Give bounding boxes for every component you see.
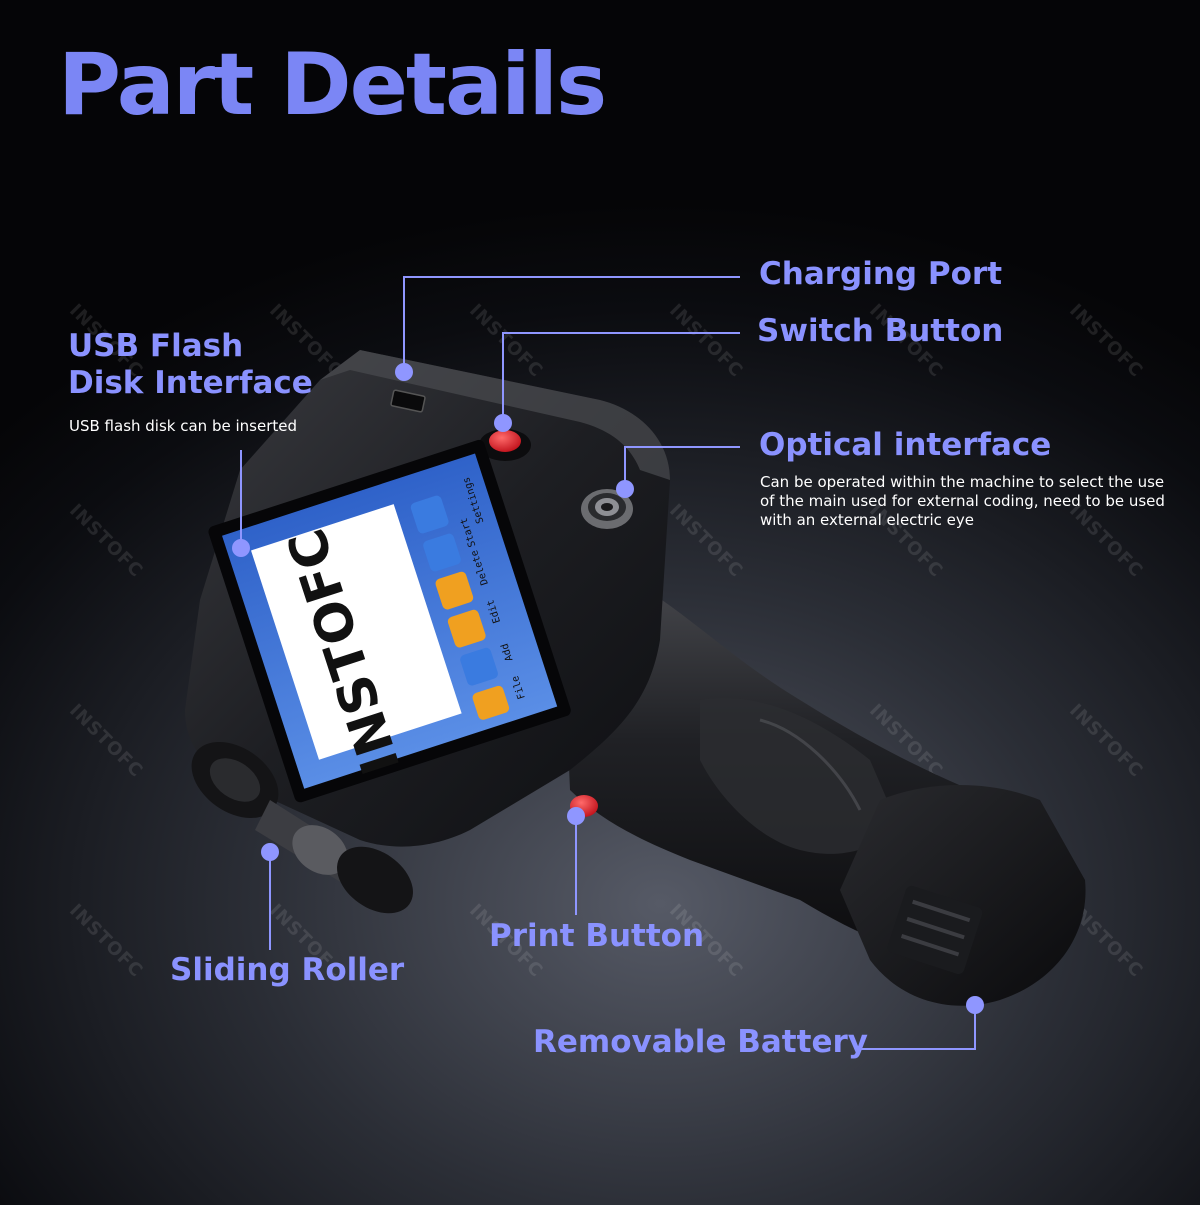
touch-screen: INSTOFC File Add Edit Delete Start Setti… [208,439,571,803]
page-title: Part Details [58,35,607,135]
switch-button [489,430,521,452]
label-usb-flash: USB Flash Disk Interface [68,328,313,402]
desc-usb-flash: USB flash disk can be inserted [69,417,297,435]
label-optical-interface: Optical interface [759,427,1052,463]
optical-connector [581,489,633,529]
label-sliding-roller: Sliding Roller [170,952,405,988]
label-print-button: Print Button [489,918,705,954]
sliding-roller [191,741,413,914]
screen-menu-add: Add [499,642,515,663]
print-trigger [570,795,598,817]
label-removable-battery: Removable Battery [533,1024,868,1060]
label-charging-port: Charging Port [759,256,1003,292]
removable-battery [840,785,1086,1006]
desc-optical-interface: Can be operated within the machine to se… [760,473,1165,529]
usb-port [390,389,426,413]
label-switch-button: Switch Button [757,313,1004,349]
